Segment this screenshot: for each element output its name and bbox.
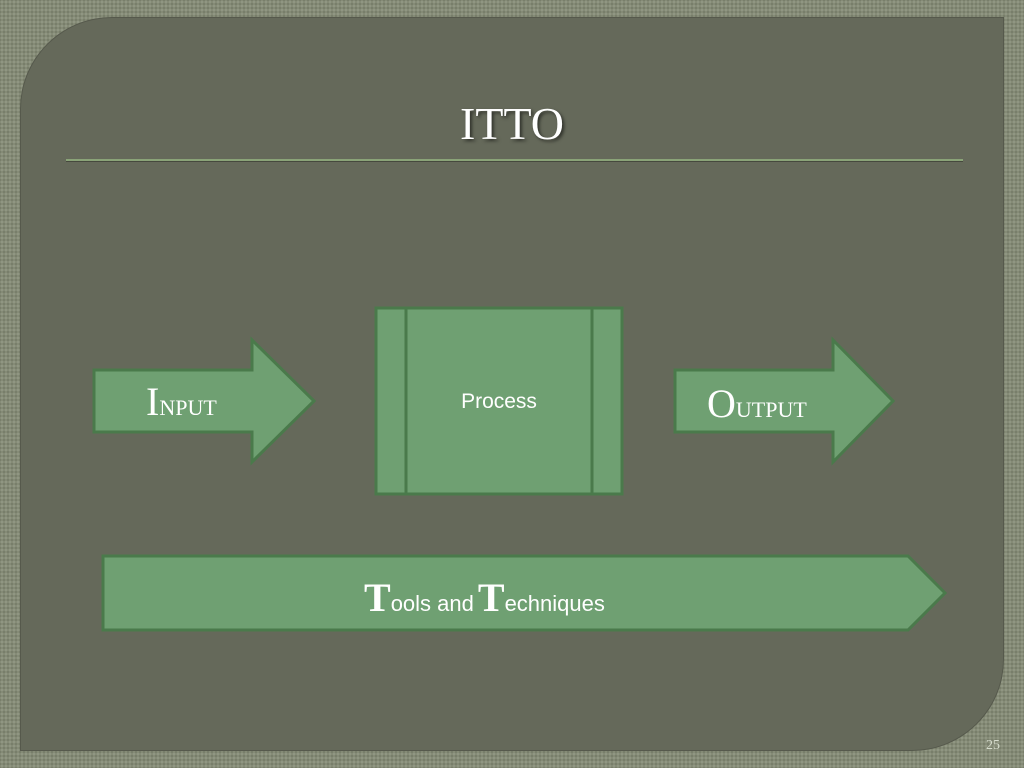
techniques-word: echniques [504, 591, 605, 616]
page-number: 25 [986, 738, 1000, 753]
tools-techniques-arrow [101, 554, 948, 632]
input-initial: I [146, 379, 160, 424]
output-arrow [673, 336, 896, 466]
process-box [374, 306, 624, 496]
input-label: INPUT [146, 382, 217, 422]
slide-title: ITTO [460, 98, 564, 149]
process-label: Process [461, 390, 537, 413]
input-arrow [92, 336, 317, 466]
output-rest: UTPUT [735, 397, 807, 422]
output-initial: O [707, 381, 736, 426]
tools-word: ools and [390, 591, 474, 616]
title-divider [66, 159, 963, 161]
output-label: OUTPUT [707, 384, 807, 424]
techniques-initial: T [477, 575, 505, 620]
tools-initial: T [364, 575, 391, 620]
tools-techniques-label: Tools and Techniques [364, 578, 605, 618]
input-rest: NPUT [159, 395, 217, 420]
